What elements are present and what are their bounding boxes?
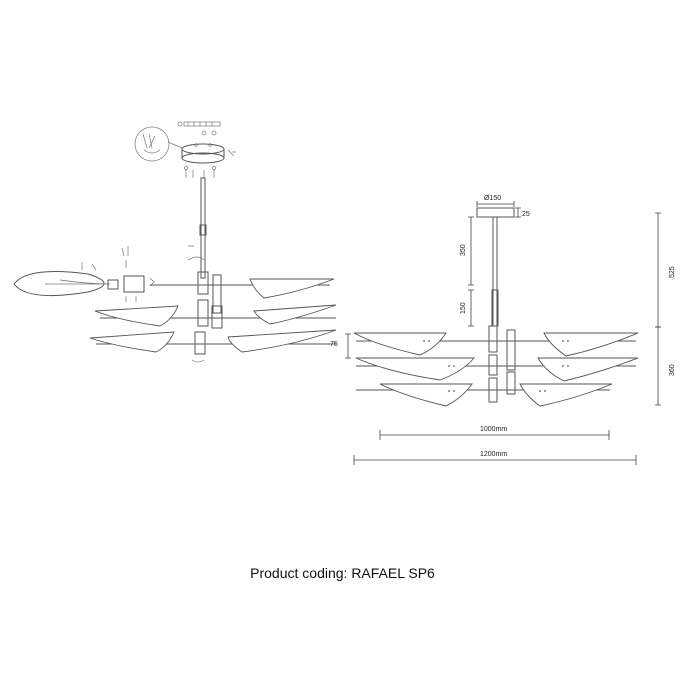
hub-block-top-left bbox=[488, 325, 498, 353]
bulb-socket-detail bbox=[13, 246, 155, 302]
dim-width-outer: 1200mm bbox=[353, 451, 637, 465]
dim-canopy-diameter: Ø150 bbox=[476, 195, 515, 207]
canopy bbox=[476, 207, 515, 218]
dim-height-upper: 525 bbox=[655, 212, 676, 328]
dim-rod-upper: 350 bbox=[460, 216, 474, 286]
suspension-rod-exploded bbox=[187, 177, 207, 279]
step-markers-top bbox=[177, 121, 221, 136]
canopy-exploded bbox=[181, 143, 236, 178]
blade-1-left bbox=[353, 332, 447, 356]
dim-canopy-height-label: 25 bbox=[522, 211, 530, 218]
dim-canopy-height: 25 bbox=[515, 207, 530, 218]
hub-block-top-right bbox=[506, 329, 516, 371]
dim-canopy-diameter-label: Ø150 bbox=[484, 195, 501, 202]
dim-width-inner: 1000mm bbox=[379, 426, 610, 440]
cable-detail-callout bbox=[134, 126, 183, 162]
hub-block-mid-left bbox=[488, 354, 498, 376]
dim-rod-lower: 150 bbox=[460, 289, 474, 327]
blade-3-left bbox=[379, 383, 473, 407]
blade-2-right bbox=[537, 357, 639, 382]
blade-2-left bbox=[355, 357, 475, 381]
blade-3-right bbox=[519, 383, 613, 407]
dim-blade-gap-label: 75 bbox=[330, 341, 338, 348]
hub-block-mid-right bbox=[506, 371, 516, 395]
dim-width-inner-label: 1000mm bbox=[480, 426, 507, 433]
exploded-assembly-view bbox=[13, 121, 337, 363]
dim-height-lower-label: 360 bbox=[669, 364, 676, 376]
blade-holes bbox=[423, 340, 569, 392]
arms-and-blades-exploded bbox=[89, 271, 337, 363]
product-caption: Product coding: RAFAEL SP6 bbox=[250, 565, 435, 581]
dim-rod-lower-label: 150 bbox=[460, 302, 467, 314]
dim-blade-gap: 75 bbox=[330, 333, 351, 359]
blade-1-right bbox=[543, 332, 639, 357]
dim-rod-upper-label: 350 bbox=[460, 244, 467, 256]
dim-width-outer-label: 1200mm bbox=[480, 451, 507, 458]
dim-height-upper-label: 525 bbox=[669, 266, 676, 278]
front-view-with-dimensions: Ø150 25 350 150 bbox=[330, 195, 676, 465]
suspension-rod bbox=[492, 217, 498, 326]
dim-height-lower: 360 bbox=[655, 326, 676, 406]
